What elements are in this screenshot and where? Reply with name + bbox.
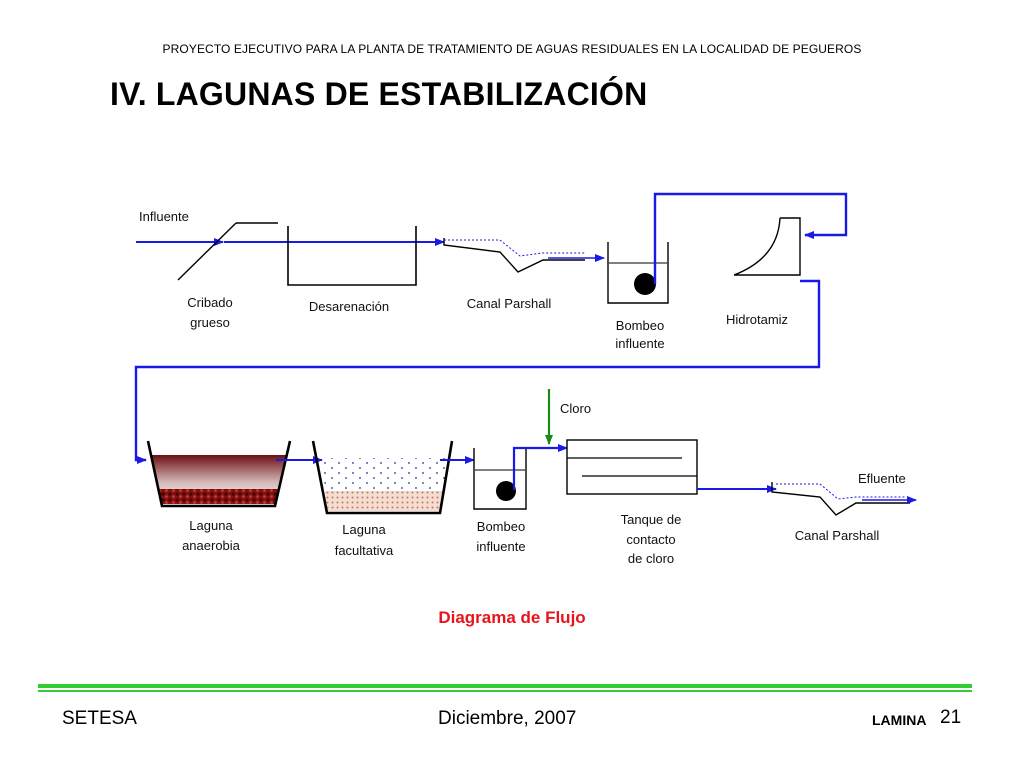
footer-lamina-number: 21	[940, 707, 962, 728]
footer-rule-top	[38, 684, 972, 688]
parshall-flume-1	[443, 238, 605, 273]
label-coarse-screen-1: Cribado	[187, 295, 233, 310]
label-parshall-2: Canal Parshall	[795, 528, 880, 543]
label-contact-tank-1: Tanque de	[621, 512, 682, 527]
label-anaerobic-2: anaerobia	[182, 538, 241, 553]
flow-line-pump-hidrotamiz	[653, 192, 848, 284]
label-effluent: Efluente	[858, 471, 906, 486]
grit-chamber	[287, 226, 417, 286]
rotary-screen	[733, 217, 801, 276]
label-pump-1-line1: Bombeo	[616, 318, 664, 333]
coarse-screen	[177, 222, 278, 281]
label-facultative-1: Laguna	[342, 522, 386, 537]
pump-station-2	[473, 448, 527, 510]
page-title: IV. LAGUNAS DE ESTABILIZACIÓN	[110, 76, 648, 112]
footer-lamina-label: LAMINA	[872, 712, 927, 728]
label-pump-2-line1: Bombeo	[477, 519, 525, 534]
label-coarse-screen-2: grueso	[190, 315, 230, 330]
pump-station-1	[607, 242, 669, 304]
flow-line-hidrotamiz-lagoon	[134, 279, 821, 464]
label-parshall-1: Canal Parshall	[467, 296, 552, 311]
label-chlorine: Cloro	[560, 401, 591, 416]
label-contact-tank-2: contacto	[626, 532, 675, 547]
label-influent: Influente	[139, 209, 189, 224]
diagram-caption: Diagrama de Flujo	[438, 608, 586, 627]
footer-rule-bottom	[38, 690, 972, 692]
label-grit-chamber: Desarenación	[309, 299, 389, 314]
chlorine-contact-tank	[566, 439, 698, 495]
facultative-lagoon	[311, 440, 454, 515]
footer-company: SETESA	[62, 708, 137, 729]
label-facultative-2: facultativa	[335, 543, 394, 558]
label-pump-2-line2: influente	[476, 539, 525, 554]
label-anaerobic-1: Laguna	[189, 518, 233, 533]
label-contact-tank-3: de cloro	[628, 551, 674, 566]
parshall-flume-2	[771, 482, 917, 516]
footer-date: Diciembre, 2007	[438, 708, 577, 729]
flow-line-pump-tank	[512, 444, 568, 490]
anaerobic-lagoon	[146, 440, 292, 508]
label-pump-1-line2: influente	[615, 336, 664, 351]
project-header: PROYECTO EJECUTIVO PARA LA PLANTA DE TRA…	[162, 42, 862, 56]
label-rotary-screen: Hidrotamiz	[726, 312, 788, 327]
